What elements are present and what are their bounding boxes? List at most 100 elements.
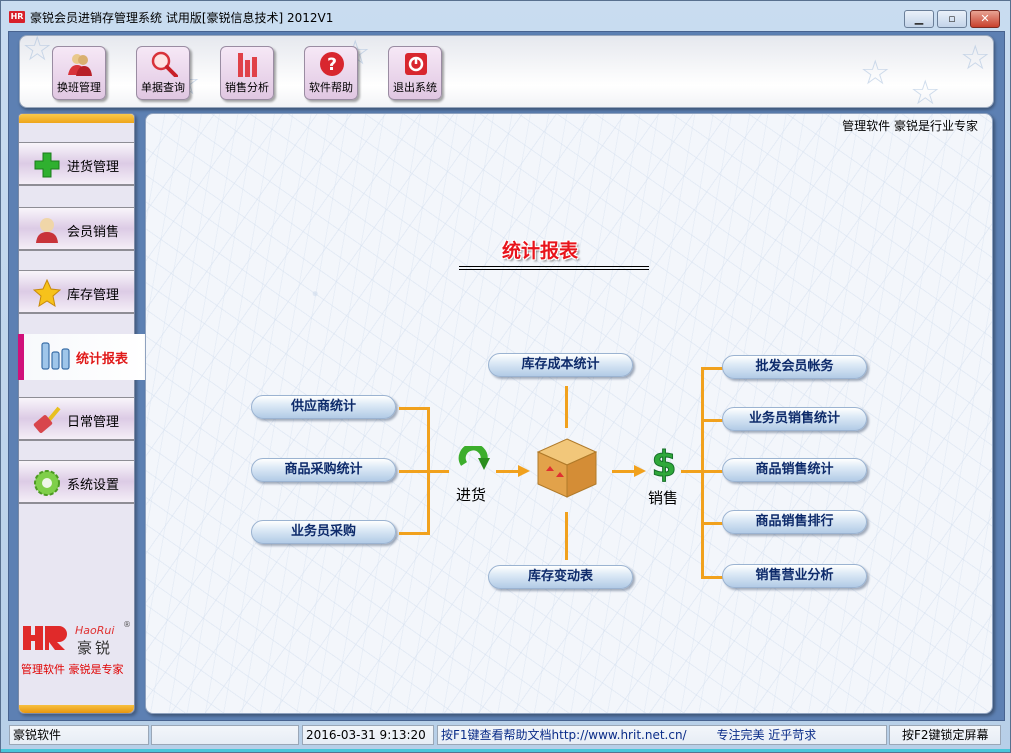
report-button-product-purchase-statistics[interactable]: 商品采购统计 <box>251 458 396 482</box>
section-title: 统计报表 <box>502 240 579 262</box>
toolbar-button-document-query[interactable]: 单据查询 <box>136 46 190 100</box>
status-blank <box>151 725 299 745</box>
green-arrow-icon <box>458 446 490 470</box>
decor-star-icon: ☆ <box>22 35 53 69</box>
status-company: 豪锐软件 <box>9 725 149 745</box>
bar-chart-icon <box>41 342 70 370</box>
gear-icon <box>34 470 60 496</box>
toolbar-button-exit-system[interactable]: 退出系统 <box>388 46 442 100</box>
logo-english: HaoRui <box>75 624 115 637</box>
haorui-logo: HaoRui ® 豪锐 <box>19 620 134 658</box>
status-motto: 专注完美 近乎苛求 <box>716 728 817 742</box>
toolbar-button-label: 退出系统 <box>393 81 437 94</box>
sidebar-item-label: 系统设置 <box>67 478 120 493</box>
window-bottom-edge <box>1 749 1010 752</box>
sidebar-item-daily-management[interactable]: 日常管理 <box>19 397 134 441</box>
plus-icon <box>34 152 60 178</box>
logo-chinese: 豪锐 <box>77 639 114 657</box>
close-button[interactable]: ✕ <box>970 10 1000 28</box>
connector-line <box>701 576 729 579</box>
sidebar-item-label: 日常管理 <box>67 415 120 430</box>
report-button-inventory-change-table[interactable]: 库存变动表 <box>488 565 633 589</box>
title-underline <box>459 266 649 270</box>
flow-arrow <box>518 465 530 477</box>
magnifier-icon <box>151 51 178 77</box>
report-button-product-sales-statistics[interactable]: 商品销售统计 <box>722 458 867 482</box>
status-lock-hint: 按F2键锁定屏幕 <box>889 725 1001 745</box>
window-title: 豪锐会员进销存管理系统 试用版[豪锐信息技术] 2012V1 <box>30 11 334 25</box>
brush-icon <box>33 406 61 433</box>
svg-text:$: $ <box>651 444 676 482</box>
star-icon <box>33 279 61 307</box>
sidebar-top-bar <box>19 114 134 123</box>
sidebar-item-label: 库存管理 <box>67 288 120 303</box>
status-datetime: 2016-03-31 9:13:20 <box>302 725 434 745</box>
bar-chart-icon <box>238 53 257 77</box>
maximize-button[interactable]: ▫ <box>937 10 967 28</box>
dollar-icon: $ <box>651 444 677 482</box>
report-button-supplier-statistics[interactable]: 供应商统计 <box>251 395 396 419</box>
sidebar-item-member-sales[interactable]: 会员销售 <box>19 207 134 251</box>
connector-line <box>565 386 568 428</box>
status-bar: 豪锐软件 2016-03-31 9:13:20 按F1键查看帮助文档http:/… <box>1 723 1010 747</box>
content-panel: 管理软件 豪锐是行业专家 统计报表 供应商统计 商品采购统计 业务员采购 进货 … <box>145 113 993 714</box>
power-icon <box>405 53 427 75</box>
sidebar-item-system-settings[interactable]: 系统设置 <box>19 460 134 504</box>
connector-line <box>701 419 729 422</box>
toolbar-button-shift-management[interactable]: 换班管理 <box>52 46 106 100</box>
users-icon <box>68 54 92 76</box>
logo-registered: ® <box>123 620 131 629</box>
help-icon: ? <box>320 52 344 76</box>
svg-text:?: ? <box>327 55 337 75</box>
connector-line <box>701 367 704 579</box>
minimize-button[interactable]: ▁ <box>904 10 934 28</box>
maximize-icon: ▫ <box>948 12 956 25</box>
app-logo-icon: HR <box>9 11 25 23</box>
toolbar-button-software-help[interactable]: ? 软件帮助 <box>304 46 358 100</box>
sidebar-item-purchase-management[interactable]: 进货管理 <box>19 142 134 186</box>
report-button-wholesale-member-accounts[interactable]: 批发会员帐务 <box>722 355 867 379</box>
purchase-label: 进货 <box>456 486 487 504</box>
report-button-salesman-purchase[interactable]: 业务员采购 <box>251 520 396 544</box>
flow-arrow <box>634 465 646 477</box>
connector-line <box>399 407 429 410</box>
report-button-inventory-cost-statistics[interactable]: 库存成本统计 <box>488 353 633 377</box>
top-right-slogan: 管理软件 豪锐是行业专家 <box>842 119 978 133</box>
hr-logo-icon <box>23 626 67 650</box>
sidebar-item-statistics-reports[interactable]: 统计报表 <box>18 334 145 380</box>
sidebar-item-inventory-management[interactable]: 库存管理 <box>19 270 134 314</box>
title-bar[interactable]: HR 豪锐会员进销存管理系统 试用版[豪锐信息技术] 2012V1 ▁ ▫ ✕ <box>1 1 1010 33</box>
connector-line <box>612 470 636 473</box>
main-frame: ☆ ☆ ☆ ☆ ☆ ☆ 换班管理 单据查询 <box>8 31 1005 721</box>
connector-line <box>701 470 729 473</box>
connector-line <box>701 522 729 525</box>
sales-label: 销售 <box>648 489 679 507</box>
toolbar-button-label: 软件帮助 <box>309 81 353 94</box>
connector-line <box>565 512 568 560</box>
sidebar-bottom-bar <box>19 705 134 713</box>
decor-star-icon: ☆ <box>910 73 941 108</box>
decor-star-icon: ☆ <box>860 53 891 93</box>
connector-line <box>399 532 429 535</box>
report-button-salesman-sales-statistics[interactable]: 业务员销售统计 <box>722 407 867 431</box>
sidebar-item-label: 进货管理 <box>67 160 120 175</box>
report-button-product-sales-ranking[interactable]: 商品销售排行 <box>722 510 867 534</box>
sidebar: 进货管理 会员销售 库存管理 日常管理 <box>18 113 135 714</box>
toolbar-button-sales-analysis[interactable]: 销售分析 <box>220 46 274 100</box>
sidebar-item-label: 统计报表 <box>76 352 129 367</box>
status-help: 按F1键查看帮助文档http://www.hrit.net.cn/ 专注完美 近… <box>437 725 887 745</box>
minimize-icon: ▁ <box>914 12 924 25</box>
report-button-sales-business-analysis[interactable]: 销售营业分析 <box>722 564 867 588</box>
connector-line <box>399 470 449 473</box>
toolbar: ☆ ☆ ☆ ☆ ☆ ☆ 换班管理 单据查询 <box>19 35 994 108</box>
toolbar-button-label: 销售分析 <box>225 81 269 94</box>
sidebar-slogan: 管理软件 豪锐是专家 <box>21 663 124 676</box>
connector-line <box>701 367 729 370</box>
status-help-text[interactable]: 按F1键查看帮助文档http://www.hrit.net.cn/ <box>441 728 687 742</box>
connector-line <box>427 407 430 535</box>
sidebar-item-label: 会员销售 <box>67 225 120 240</box>
toolbar-button-label: 单据查询 <box>141 81 185 94</box>
connector-line <box>681 470 703 473</box>
user-icon <box>36 218 58 243</box>
